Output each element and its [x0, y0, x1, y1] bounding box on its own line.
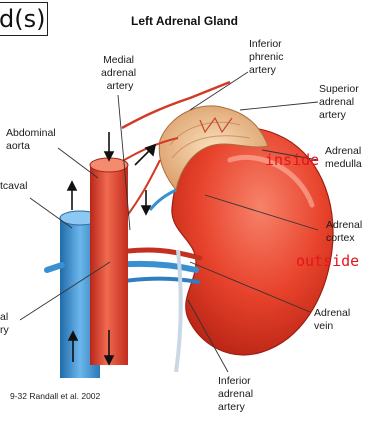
label-postcaval-vein: tcaval: [0, 180, 27, 192]
label-renal-artery: al ry: [0, 311, 11, 336]
label-medial-adrenal-artery: Medial adrenal artery: [101, 54, 139, 92]
label-adrenal-medulla: Adrenal medulla: [325, 145, 364, 170]
label-abdominal-aorta: Abdominal aorta: [6, 127, 59, 152]
annotation-inside: inside: [265, 151, 319, 169]
label-superior-adrenal-artery: Superior adrenal artery: [319, 83, 362, 121]
label-adrenal-cortex: Adrenal cortex: [326, 219, 365, 244]
citation: 9-32 Randall et al. 2002: [10, 391, 100, 401]
label-inferior-phrenic-artery: Inferior phrenic artery: [249, 38, 286, 76]
label-adrenal-vein: Adrenal vein: [314, 307, 353, 332]
label-inferior-adrenal-artery: Inferior adrenal artery: [218, 375, 256, 413]
annotation-outside: outside: [296, 252, 359, 270]
